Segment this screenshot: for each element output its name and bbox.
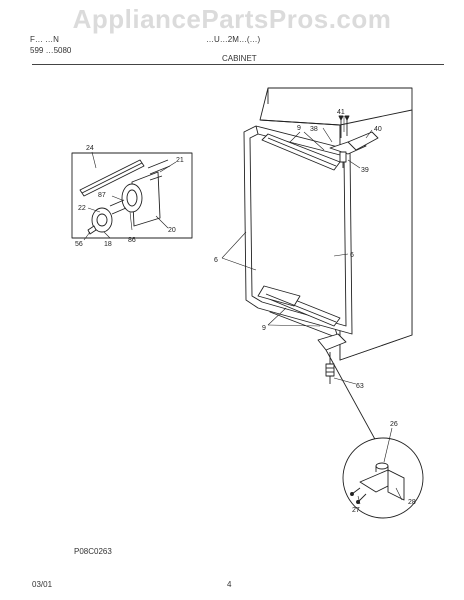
callout-6-right: 6 xyxy=(350,252,354,259)
callout-9-top: 9 xyxy=(297,125,301,132)
callout-6-left: 6 xyxy=(214,257,218,264)
callout-26: 26 xyxy=(390,421,398,428)
figure-code: P08C0263 xyxy=(74,547,112,556)
callout-28: 28 xyxy=(408,499,416,506)
callout-40: 40 xyxy=(374,126,382,133)
callout-63: 63 xyxy=(356,383,364,390)
section-title: CABINET xyxy=(222,54,257,63)
callout-9-bottom: 9 xyxy=(262,325,266,332)
callout-86: 86 xyxy=(128,237,136,244)
watermark: AppliancePartsPros.com xyxy=(72,4,392,34)
callout-22: 22 xyxy=(78,205,86,212)
header-left-line1: F… …N xyxy=(30,35,59,44)
callout-87: 87 xyxy=(98,192,106,199)
callout-18: 18 xyxy=(104,241,112,248)
callout-38: 38 xyxy=(310,126,318,133)
header-left-line2: 599 …5080 xyxy=(30,46,72,55)
header-center-top: …U…2M…(…) xyxy=(206,35,261,44)
hinge-detail-circle xyxy=(342,437,424,519)
bottom-breaker-strip xyxy=(257,285,341,327)
bottom-hinge xyxy=(317,333,383,453)
callout-24: 24 xyxy=(86,145,94,152)
page-number: 4 xyxy=(227,580,232,589)
footer-date: 03/01 xyxy=(32,580,53,589)
header-rule xyxy=(32,64,444,65)
callout-21: 21 xyxy=(176,157,184,164)
callout-20: 20 xyxy=(168,227,176,234)
gasket-frame xyxy=(243,125,353,335)
detail-box xyxy=(71,152,193,239)
callout-39: 39 xyxy=(361,167,369,174)
callout-27: 27 xyxy=(352,507,360,514)
callout-41: 41 xyxy=(337,109,345,116)
leader-lines xyxy=(83,116,403,505)
callout-56: 56 xyxy=(75,241,83,248)
top-hinge xyxy=(329,115,379,168)
